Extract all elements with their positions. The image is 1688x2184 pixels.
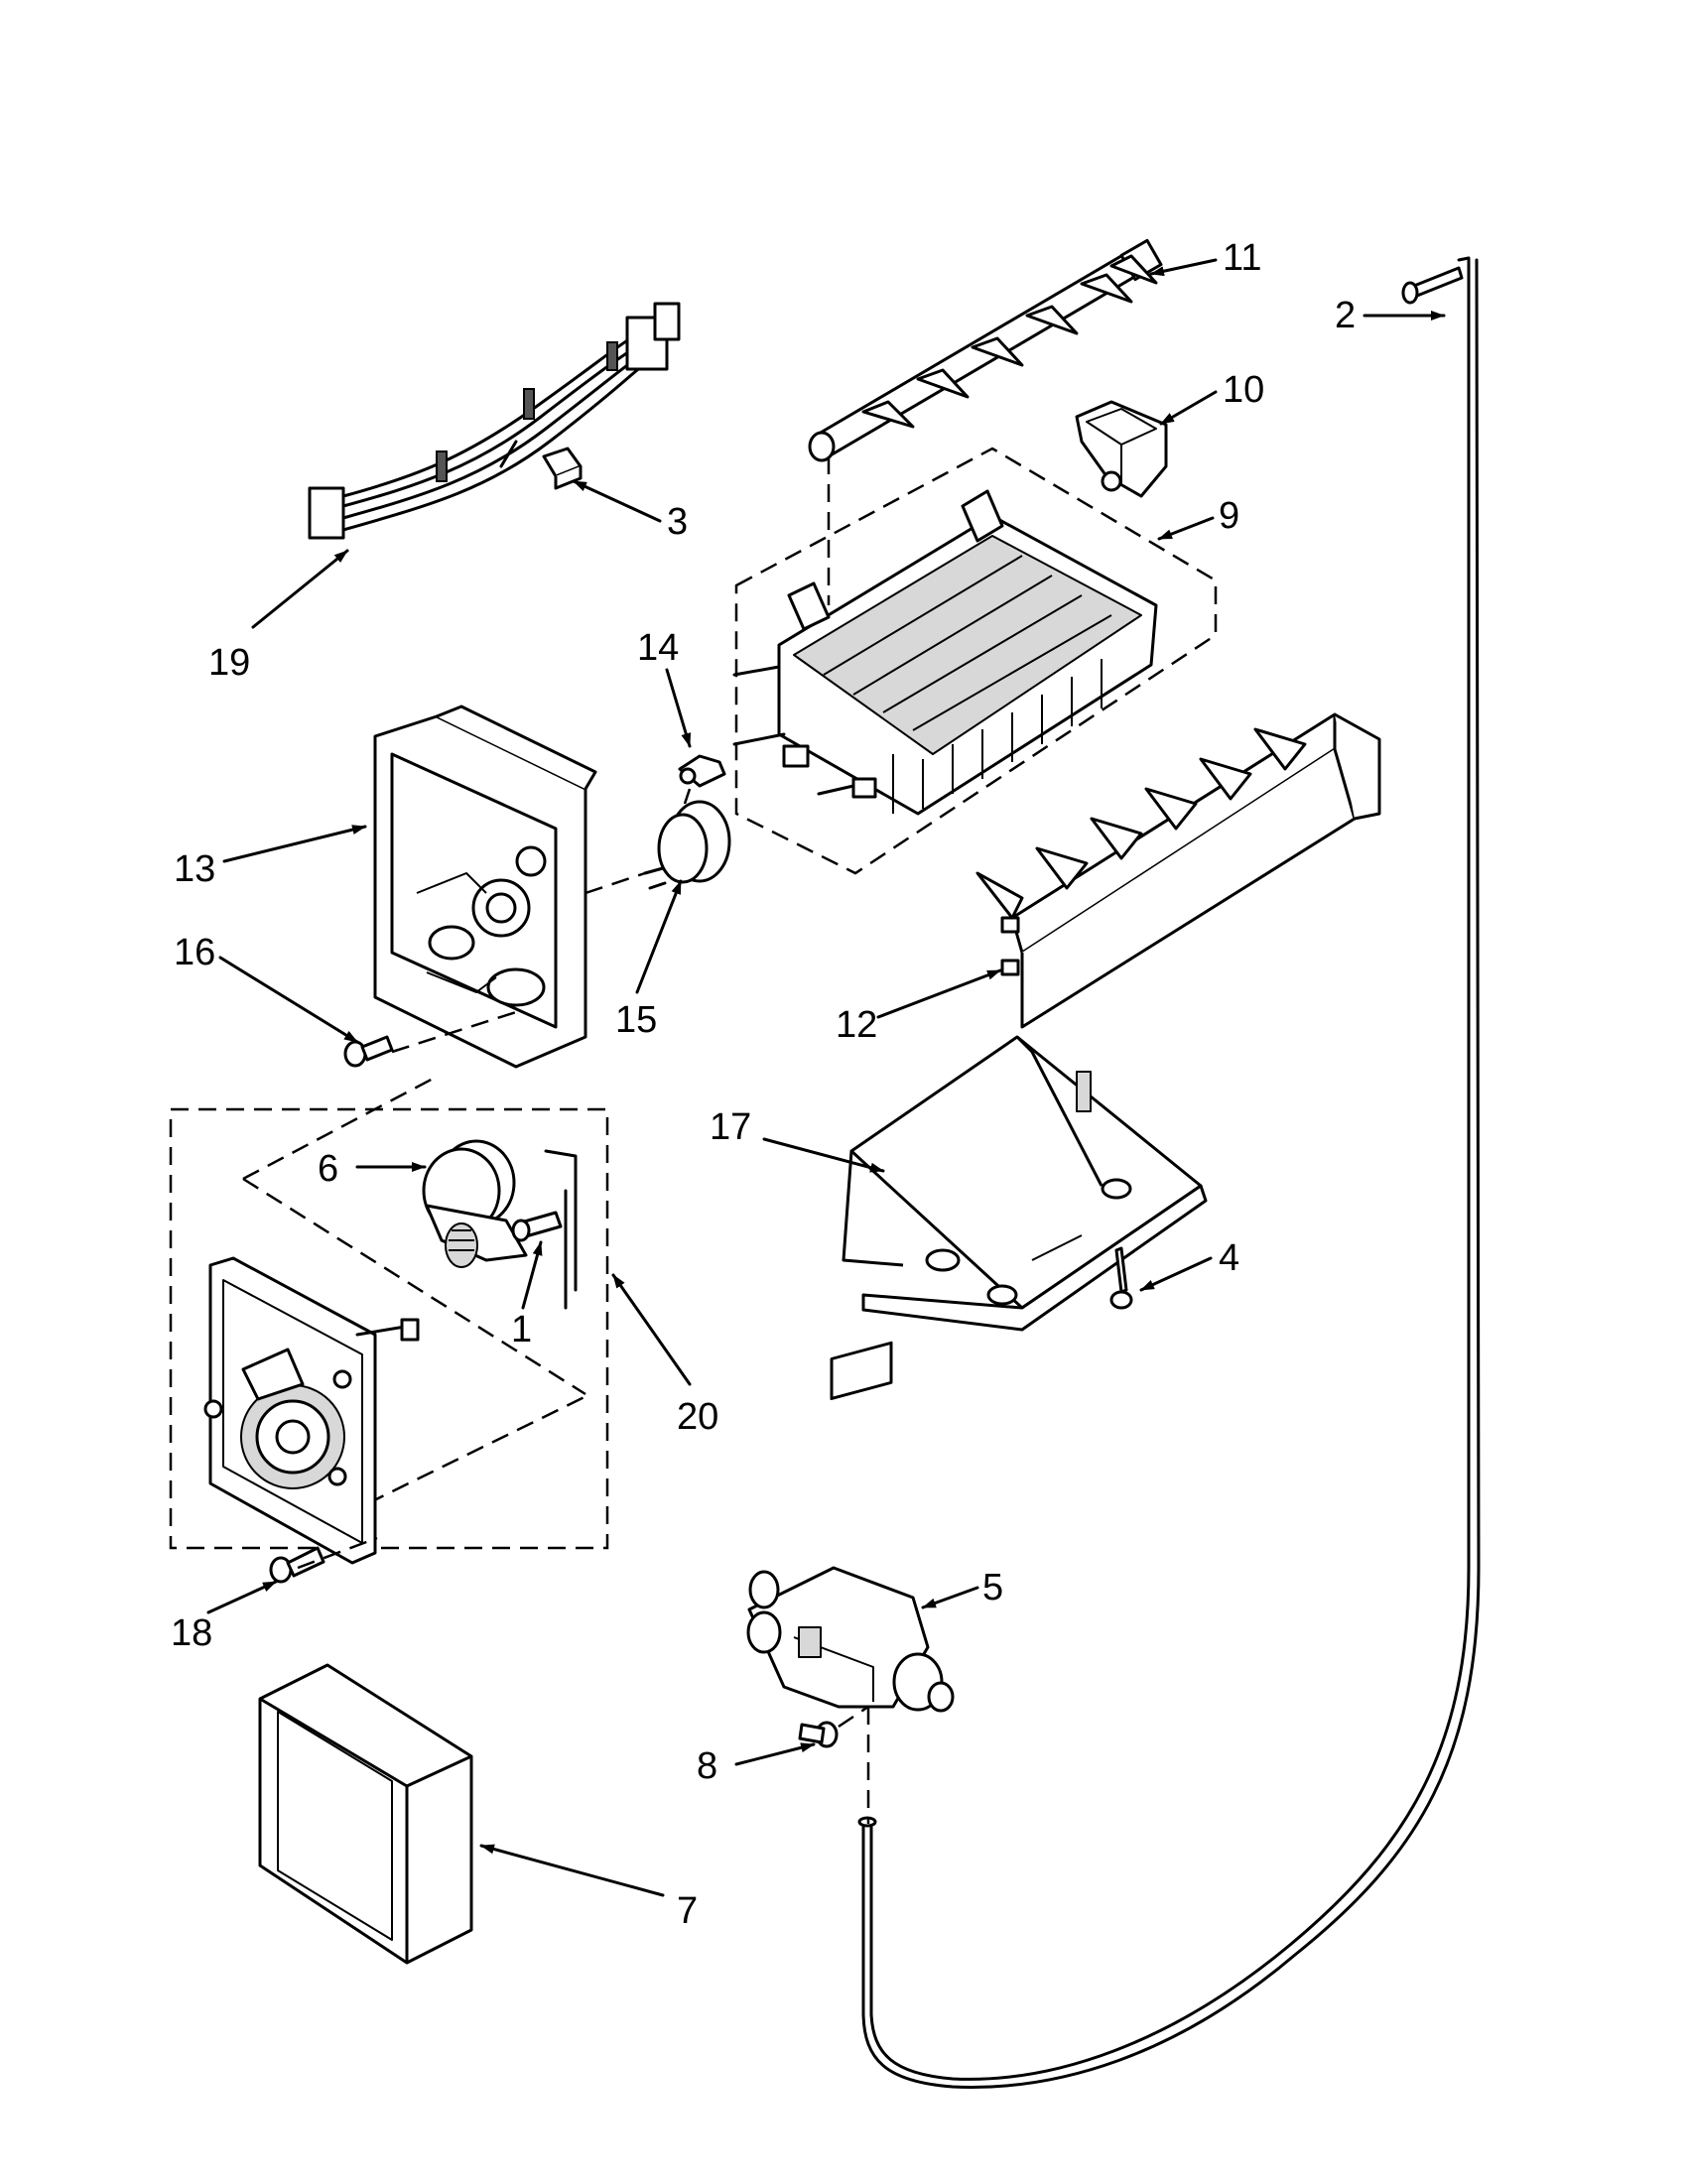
part-harness-clip [542,447,583,490]
guide-lines [297,456,870,1824]
callout-13: 13 [174,848,215,890]
callout-18: 18 [171,1612,212,1654]
callout-1: 1 [511,1309,532,1350]
part-screw-16 [343,1035,394,1068]
part-stripper [975,712,1381,1029]
part-bearing [1075,400,1168,498]
part-thermostat [643,800,731,890]
callout-17: 17 [710,1106,751,1148]
callout-14: 14 [637,627,679,669]
callout-11: 11 [1223,237,1261,279]
part-screw-8 [798,1721,839,1748]
part-water-valve [746,1341,955,1713]
leader-arrows [206,258,1446,1897]
part-fill-tube [857,256,1481,2089]
part-housing [373,705,597,1069]
part-ice-mold [732,447,1218,875]
part-screw-1 [511,1211,563,1242]
callout-6: 6 [318,1148,338,1190]
part-screw-4 [1109,1246,1133,1310]
callout-15: 15 [615,999,657,1041]
callout-7: 7 [677,1890,698,1932]
callout-8: 8 [697,1745,717,1787]
callout-12: 12 [836,1004,877,1046]
callout-10: 10 [1223,369,1264,411]
callout-19: 19 [208,642,250,684]
part-motor [422,1139,578,1310]
part-wire-harness [308,302,681,540]
callout-3: 3 [667,501,688,543]
part-thermostat-clip [678,754,726,788]
part-ice-bin-shield [842,1035,1208,1332]
part-control-assembly [169,1075,609,1550]
part-ejector-shaft [808,238,1163,462]
callout-labels: 11 2 10 9 3 19 14 13 15 12 16 17 6 4 1 2… [171,237,1356,1932]
callout-4: 4 [1219,1237,1239,1279]
callout-20: 20 [677,1396,718,1438]
callout-9: 9 [1219,495,1239,537]
callout-16: 16 [174,932,215,973]
callout-5: 5 [982,1567,1003,1608]
callout-2: 2 [1335,295,1356,336]
part-ice-storage-bin [258,1663,473,1965]
part-screw-18 [269,1546,325,1584]
part-control-plate [203,1256,420,1565]
